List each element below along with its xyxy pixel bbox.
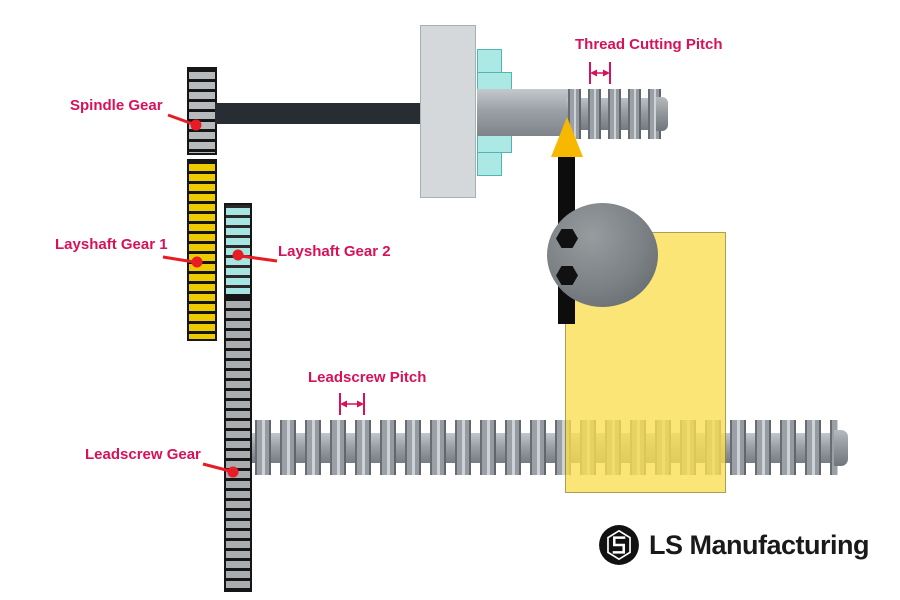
chuck-jaw-bottom <box>477 135 512 153</box>
spindle-gear <box>187 67 217 155</box>
chuck-jaw-top <box>477 72 512 90</box>
spindle-nose-cylinder <box>477 89 568 136</box>
ls-logo-text: LS Manufacturing <box>649 529 870 560</box>
leadscrew-thread <box>252 420 838 475</box>
spindle-shaft <box>215 103 422 124</box>
label-leadscrew-pitch: Leadscrew Pitch <box>308 369 427 386</box>
label-leadscrew-gear: Leadscrew Gear <box>85 446 201 463</box>
layshaft-gear-1 <box>187 159 217 341</box>
hex-bolt-icon <box>556 229 578 248</box>
workpiece-endcap <box>656 97 668 131</box>
leadscrew-endcap <box>834 430 848 466</box>
chuck-jaw-bottom <box>477 152 502 176</box>
hex-bolt-icon <box>556 266 578 285</box>
label-layshaft-gear-1: Layshaft Gear 1 <box>55 236 168 253</box>
pitch-marker-leadscrew <box>339 393 365 415</box>
leadscrew-gear <box>224 296 252 592</box>
ls-logo: LS Manufacturing <box>598 524 870 566</box>
label-layshaft-gear-2: Layshaft Gear 2 <box>278 243 391 260</box>
chuck-jaw-top <box>477 49 502 73</box>
ls-logo-icon <box>599 525 639 565</box>
label-spindle-gear: Spindle Gear <box>70 97 163 114</box>
workpiece-thread <box>566 89 662 139</box>
ball-handle <box>547 203 658 307</box>
layshaft-gear-2 <box>224 203 252 296</box>
pitch-marker-thread-cutting <box>589 62 611 84</box>
label-thread-cutting-pitch: Thread Cutting Pitch <box>575 36 723 53</box>
faceplate <box>420 25 476 198</box>
